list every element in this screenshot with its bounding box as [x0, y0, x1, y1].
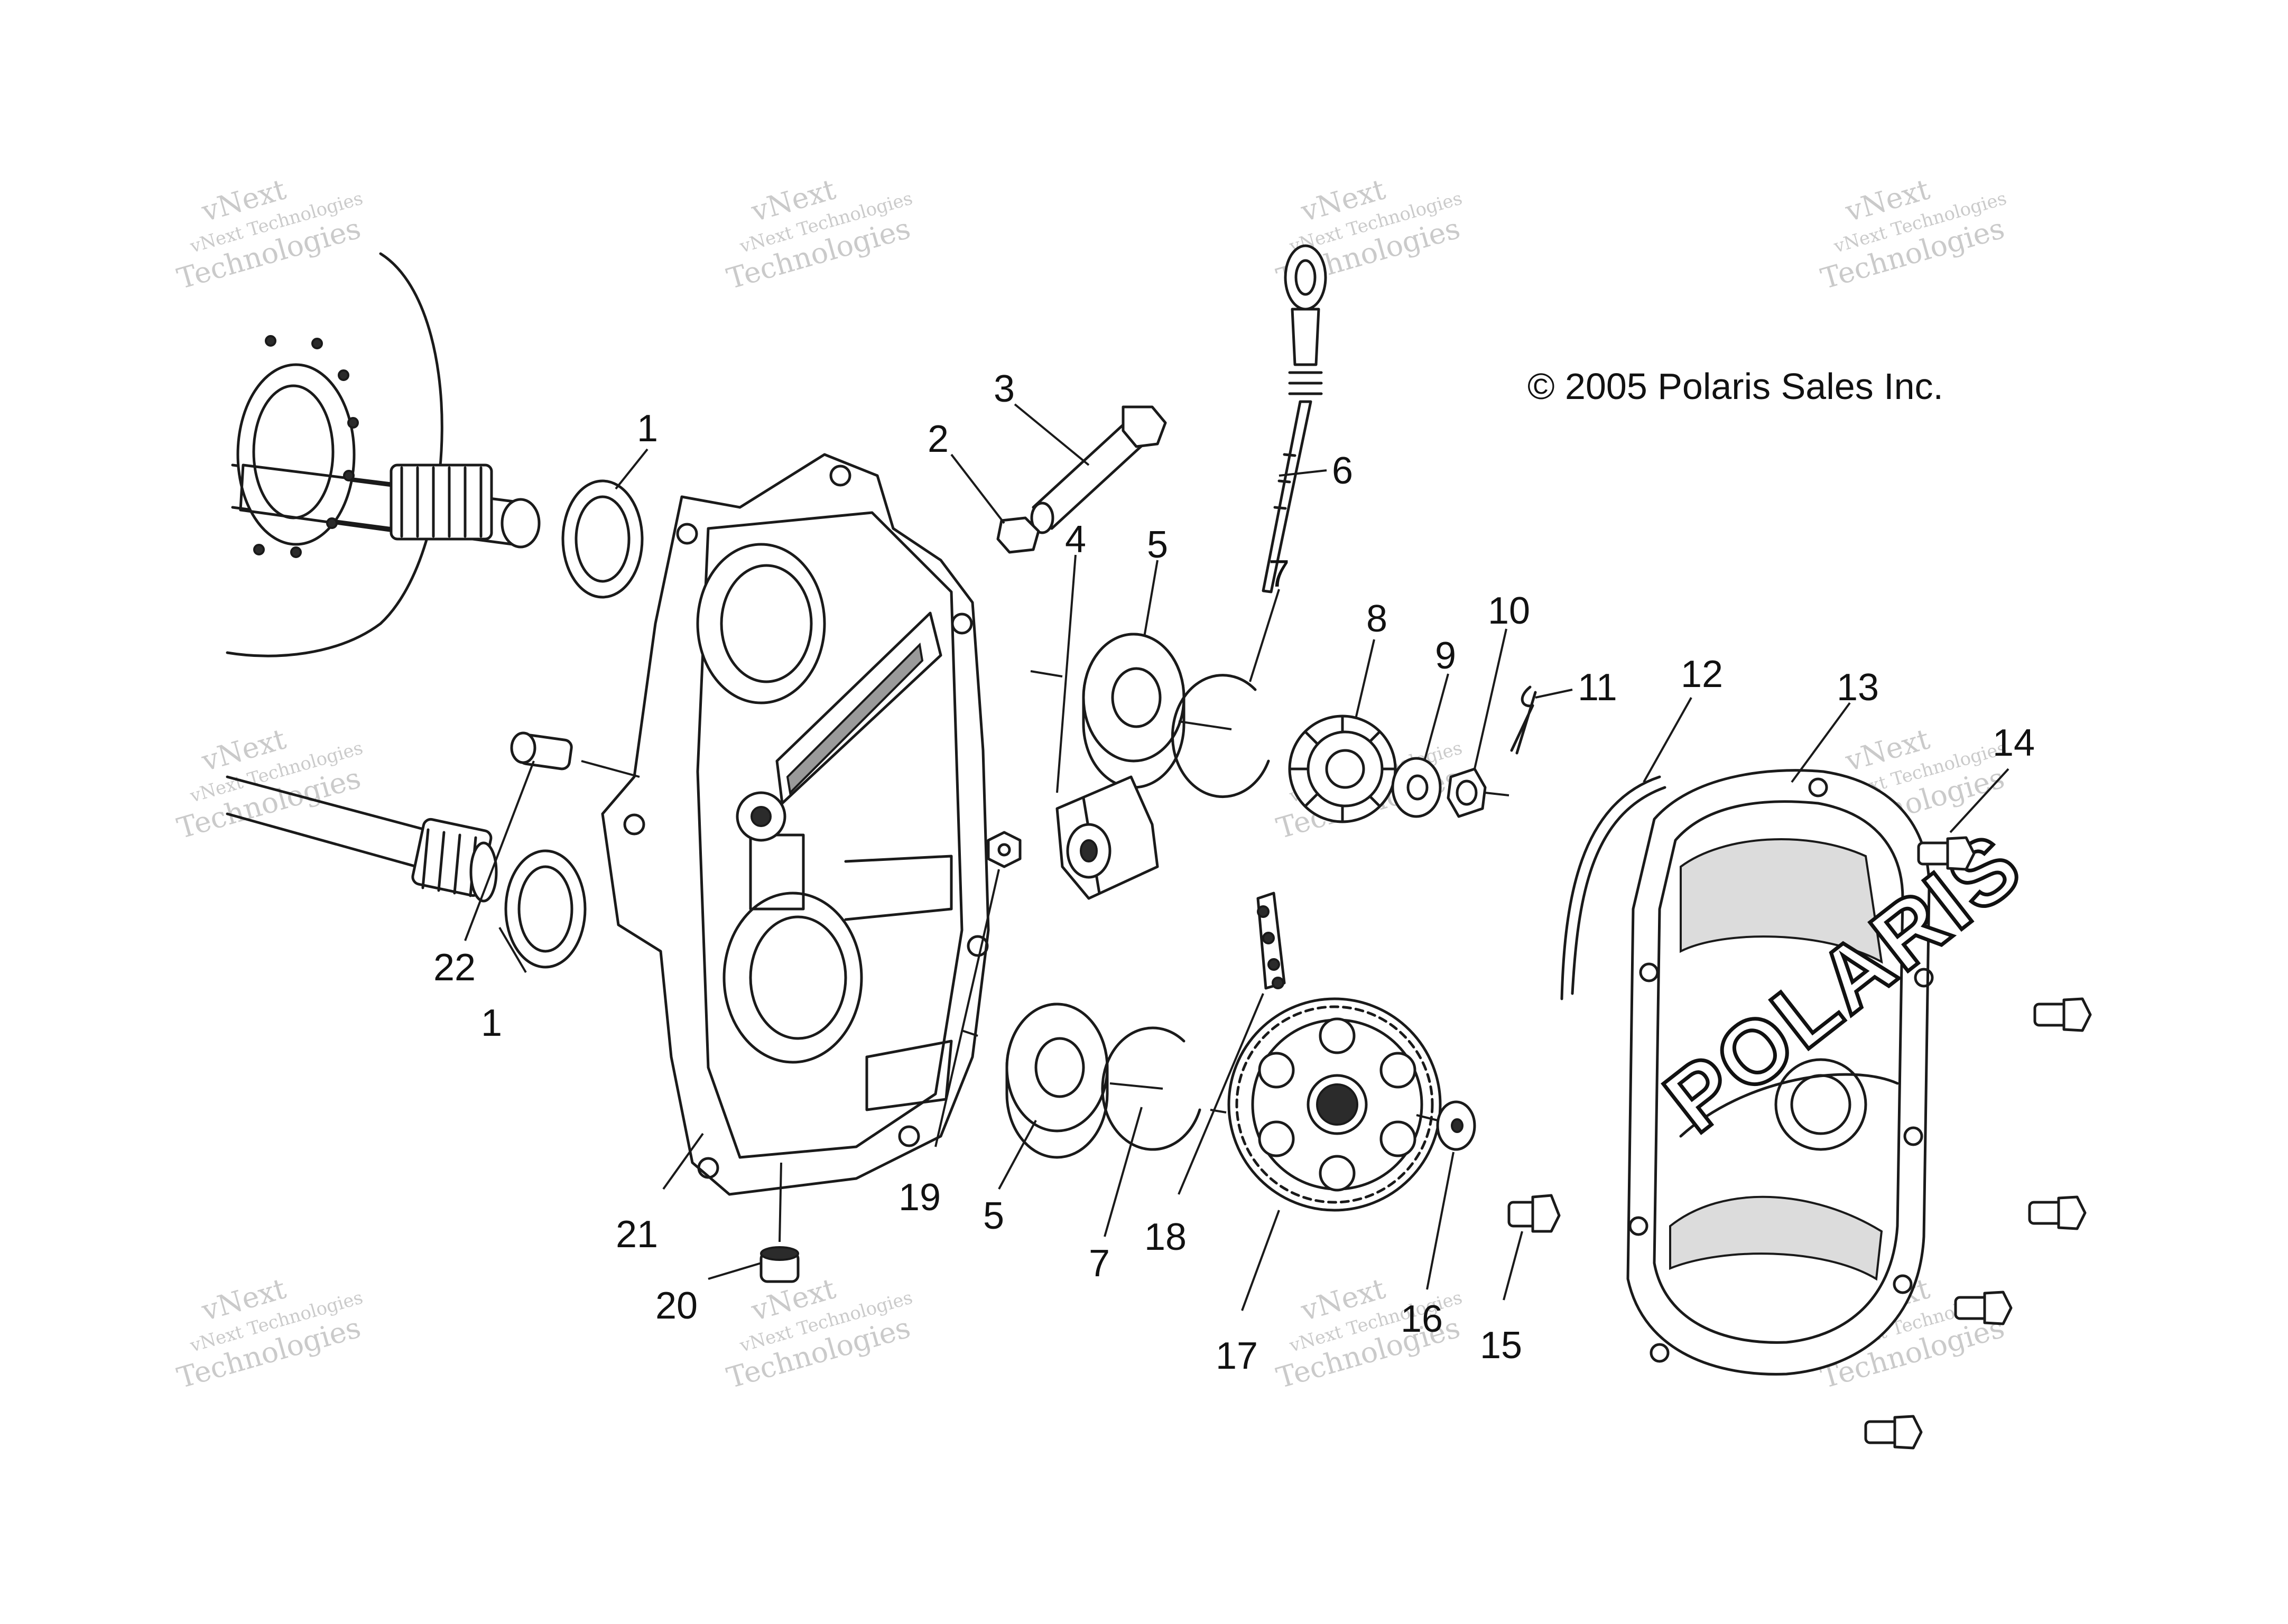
callout-4: 4 — [1065, 518, 1086, 561]
sprocket-bolt — [1507, 1194, 1561, 1233]
drain-plug — [759, 1246, 800, 1283]
callout-22: 22 — [433, 946, 476, 989]
watermark: vNext vNext Technologies Technologies — [173, 1272, 365, 1395]
callout-13: 13 — [1837, 666, 1879, 709]
callout-1-top: 1 — [637, 407, 658, 450]
cover-bolt — [2033, 997, 2092, 1032]
callout-8: 8 — [1366, 598, 1387, 640]
cover-bolt — [2028, 1195, 2087, 1230]
bearing-lower — [1005, 1003, 1109, 1159]
cover-bolt — [1954, 1291, 2013, 1325]
cotter-pin — [1510, 685, 1537, 755]
callout-10: 10 — [1488, 590, 1530, 632]
chaincase-cover: POLARIS — [1626, 769, 2043, 1376]
cover-bolt — [1864, 1415, 1923, 1450]
callout-18: 18 — [1144, 1216, 1187, 1258]
castle-nut — [1447, 767, 1487, 818]
drive-chain — [1256, 892, 1286, 990]
callout-5-bottom: 5 — [983, 1195, 1004, 1237]
watermark: vNext vNext Technologies Technologies — [1817, 172, 2009, 295]
drive-sprocket — [1288, 714, 1397, 823]
cover-gasket — [1560, 775, 1666, 1000]
callout-14: 14 — [1993, 722, 2035, 764]
callout-12: 12 — [1681, 653, 1723, 695]
callout-16: 16 — [1401, 1298, 1443, 1340]
callout-11: 11 — [1578, 666, 1617, 709]
callout-1-bottom: 1 — [481, 1002, 502, 1044]
thrust-washer — [1391, 757, 1442, 818]
seal-lower — [504, 849, 587, 969]
watermark: vNext vNext Technologies Technologies — [723, 1272, 915, 1395]
chaincase-housing — [601, 453, 990, 1196]
watermark: vNext vNext Technologies Technologies — [723, 172, 915, 295]
hex-nut-hole — [997, 843, 1011, 857]
callout-5-top: 5 — [1147, 524, 1168, 566]
leader-lines — [464, 403, 2009, 1311]
callout-9: 9 — [1435, 635, 1456, 677]
callout-7-top: 7 — [1268, 553, 1290, 595]
snap-ring-upper — [1171, 674, 1270, 799]
bearing-upper — [1082, 633, 1185, 789]
tensioner-nut — [996, 516, 1040, 554]
callout-15: 15 — [1480, 1324, 1522, 1367]
callout-19: 19 — [898, 1176, 941, 1219]
callout-7-bottom: 7 — [1089, 1242, 1110, 1285]
callout-17: 17 — [1216, 1335, 1258, 1377]
callout-3: 3 — [994, 368, 1015, 410]
callout-6: 6 — [1332, 450, 1353, 492]
flat-washer — [1436, 1100, 1476, 1151]
callout-labels: 1 1 2 3 4 5 5 6 7 7 8 9 10 11 12 13 14 1… — [433, 368, 2035, 1377]
watermark: vNext vNext Technologies Technologies — [173, 172, 365, 295]
cover-bolt — [1917, 836, 1976, 871]
callout-21: 21 — [616, 1213, 658, 1256]
copyright-notice: © 2005 Polaris Sales Inc. — [1527, 366, 1943, 407]
callout-20: 20 — [655, 1285, 698, 1327]
dowel-pin — [510, 731, 573, 771]
hex-nut — [987, 831, 1022, 868]
driven-clutch-and-shaft — [226, 252, 541, 657]
lower-output-shaft — [226, 775, 498, 903]
callout-2: 2 — [928, 418, 949, 460]
snap-ring-lower — [1101, 1026, 1201, 1151]
chain-tensioner-block — [1055, 775, 1159, 900]
seal-upper — [561, 479, 644, 599]
dipstick — [1262, 244, 1327, 593]
driven-sprocket — [1227, 997, 1442, 1212]
tensioner-bolt — [1030, 405, 1167, 534]
